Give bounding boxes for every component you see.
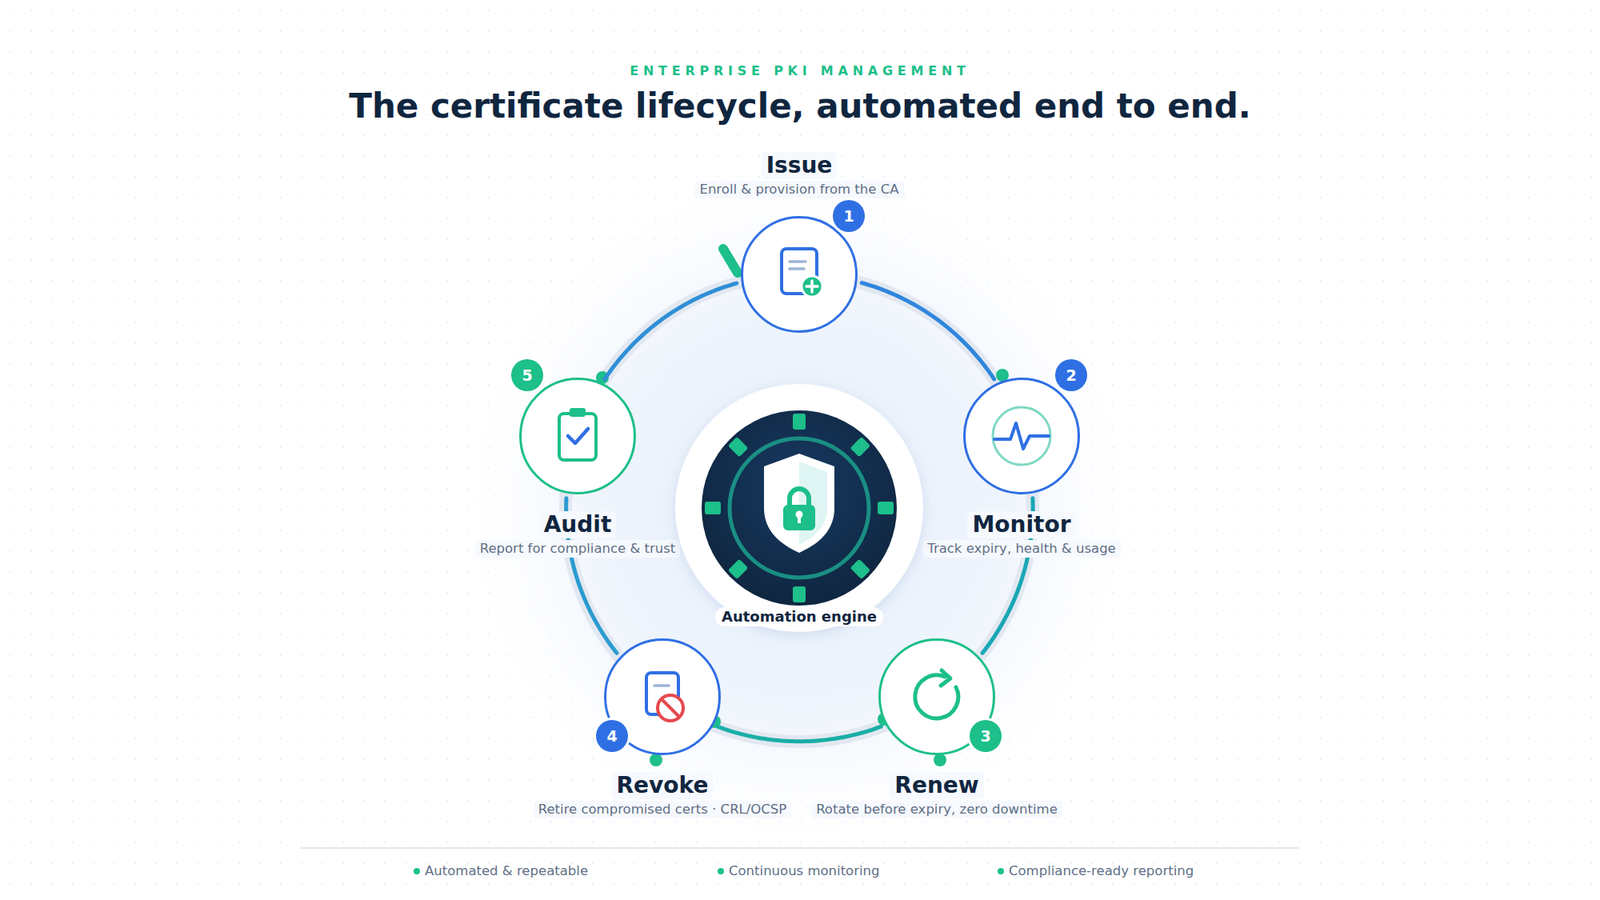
hub-label: Automation engine	[715, 607, 884, 627]
page-title: The certificate lifecycle, automated end…	[0, 84, 1600, 128]
stage-description: Rotate before expiry, zero downtime	[811, 800, 1063, 819]
callout-number: 5	[511, 359, 544, 392]
legend-item: Compliance-ready reporting	[997, 862, 1194, 880]
callout-number: 2	[1055, 359, 1088, 392]
stage-circle: MonitorTrack expiry, health & usage	[963, 377, 1080, 495]
engine-hub: Automation engine	[674, 383, 924, 633]
stage-heading: Revoke	[612, 772, 714, 800]
legend-text: Continuous monitoring	[728, 862, 880, 880]
stage-circle-outline	[740, 216, 858, 333]
lifecycle-arc	[717, 726, 881, 742]
text-group: IssueEnroll & provision from the CA	[639, 152, 960, 199]
lifecycle-arc	[861, 283, 994, 380]
text-group: Automation engine	[642, 607, 956, 627]
stage-circle: IssueEnroll & provision from the CA	[740, 216, 858, 333]
callout-number: 1	[832, 200, 865, 232]
legend-item: Continuous monitoring	[717, 862, 880, 880]
stage-heading: Issue	[761, 152, 838, 180]
stage-circle-outline	[519, 377, 636, 495]
ring-knob	[649, 753, 663, 767]
ring-knob	[933, 753, 947, 767]
stage-description: Enroll & provision from the CA	[694, 180, 904, 199]
legend-item: Automated & repeatable	[413, 862, 588, 880]
stage-heading: Audit	[539, 511, 617, 539]
center-glow	[447, 156, 1152, 860]
stage-description: Retire compromised certs · CRL/OCSP	[533, 800, 792, 819]
legend-swatch	[717, 868, 724, 875]
callout-number: 4	[596, 720, 628, 752]
text-group: RevokeRetire compromised certs · CRL/OCS…	[502, 772, 823, 819]
stage-description: Track expiry, health & usage	[922, 540, 1121, 558]
legend-text: Automated & repeatable	[424, 862, 588, 880]
eyebrow-label: ENTERPRISE PKI MANAGEMENT	[0, 63, 1600, 80]
stage-heading: Monitor	[967, 511, 1076, 539]
stage-description: Report for compliance & trust	[475, 540, 681, 558]
legend-swatch	[413, 868, 420, 875]
callout-number: 3	[969, 720, 1002, 752]
stage-heading: Renew	[889, 772, 984, 800]
divider-line	[300, 847, 1300, 849]
lifecycle-arc	[604, 283, 737, 380]
stage-circle-outline	[963, 377, 1080, 495]
legend-swatch	[997, 868, 1004, 875]
engine-illustration	[674, 383, 924, 633]
stage-circle: AuditReport for compliance & trust	[519, 377, 636, 495]
legend-text: Compliance-ready reporting	[1008, 862, 1194, 880]
ring-pointer	[723, 248, 738, 273]
text-group: RenewRotate before expiry, zero downtime	[776, 772, 1097, 819]
